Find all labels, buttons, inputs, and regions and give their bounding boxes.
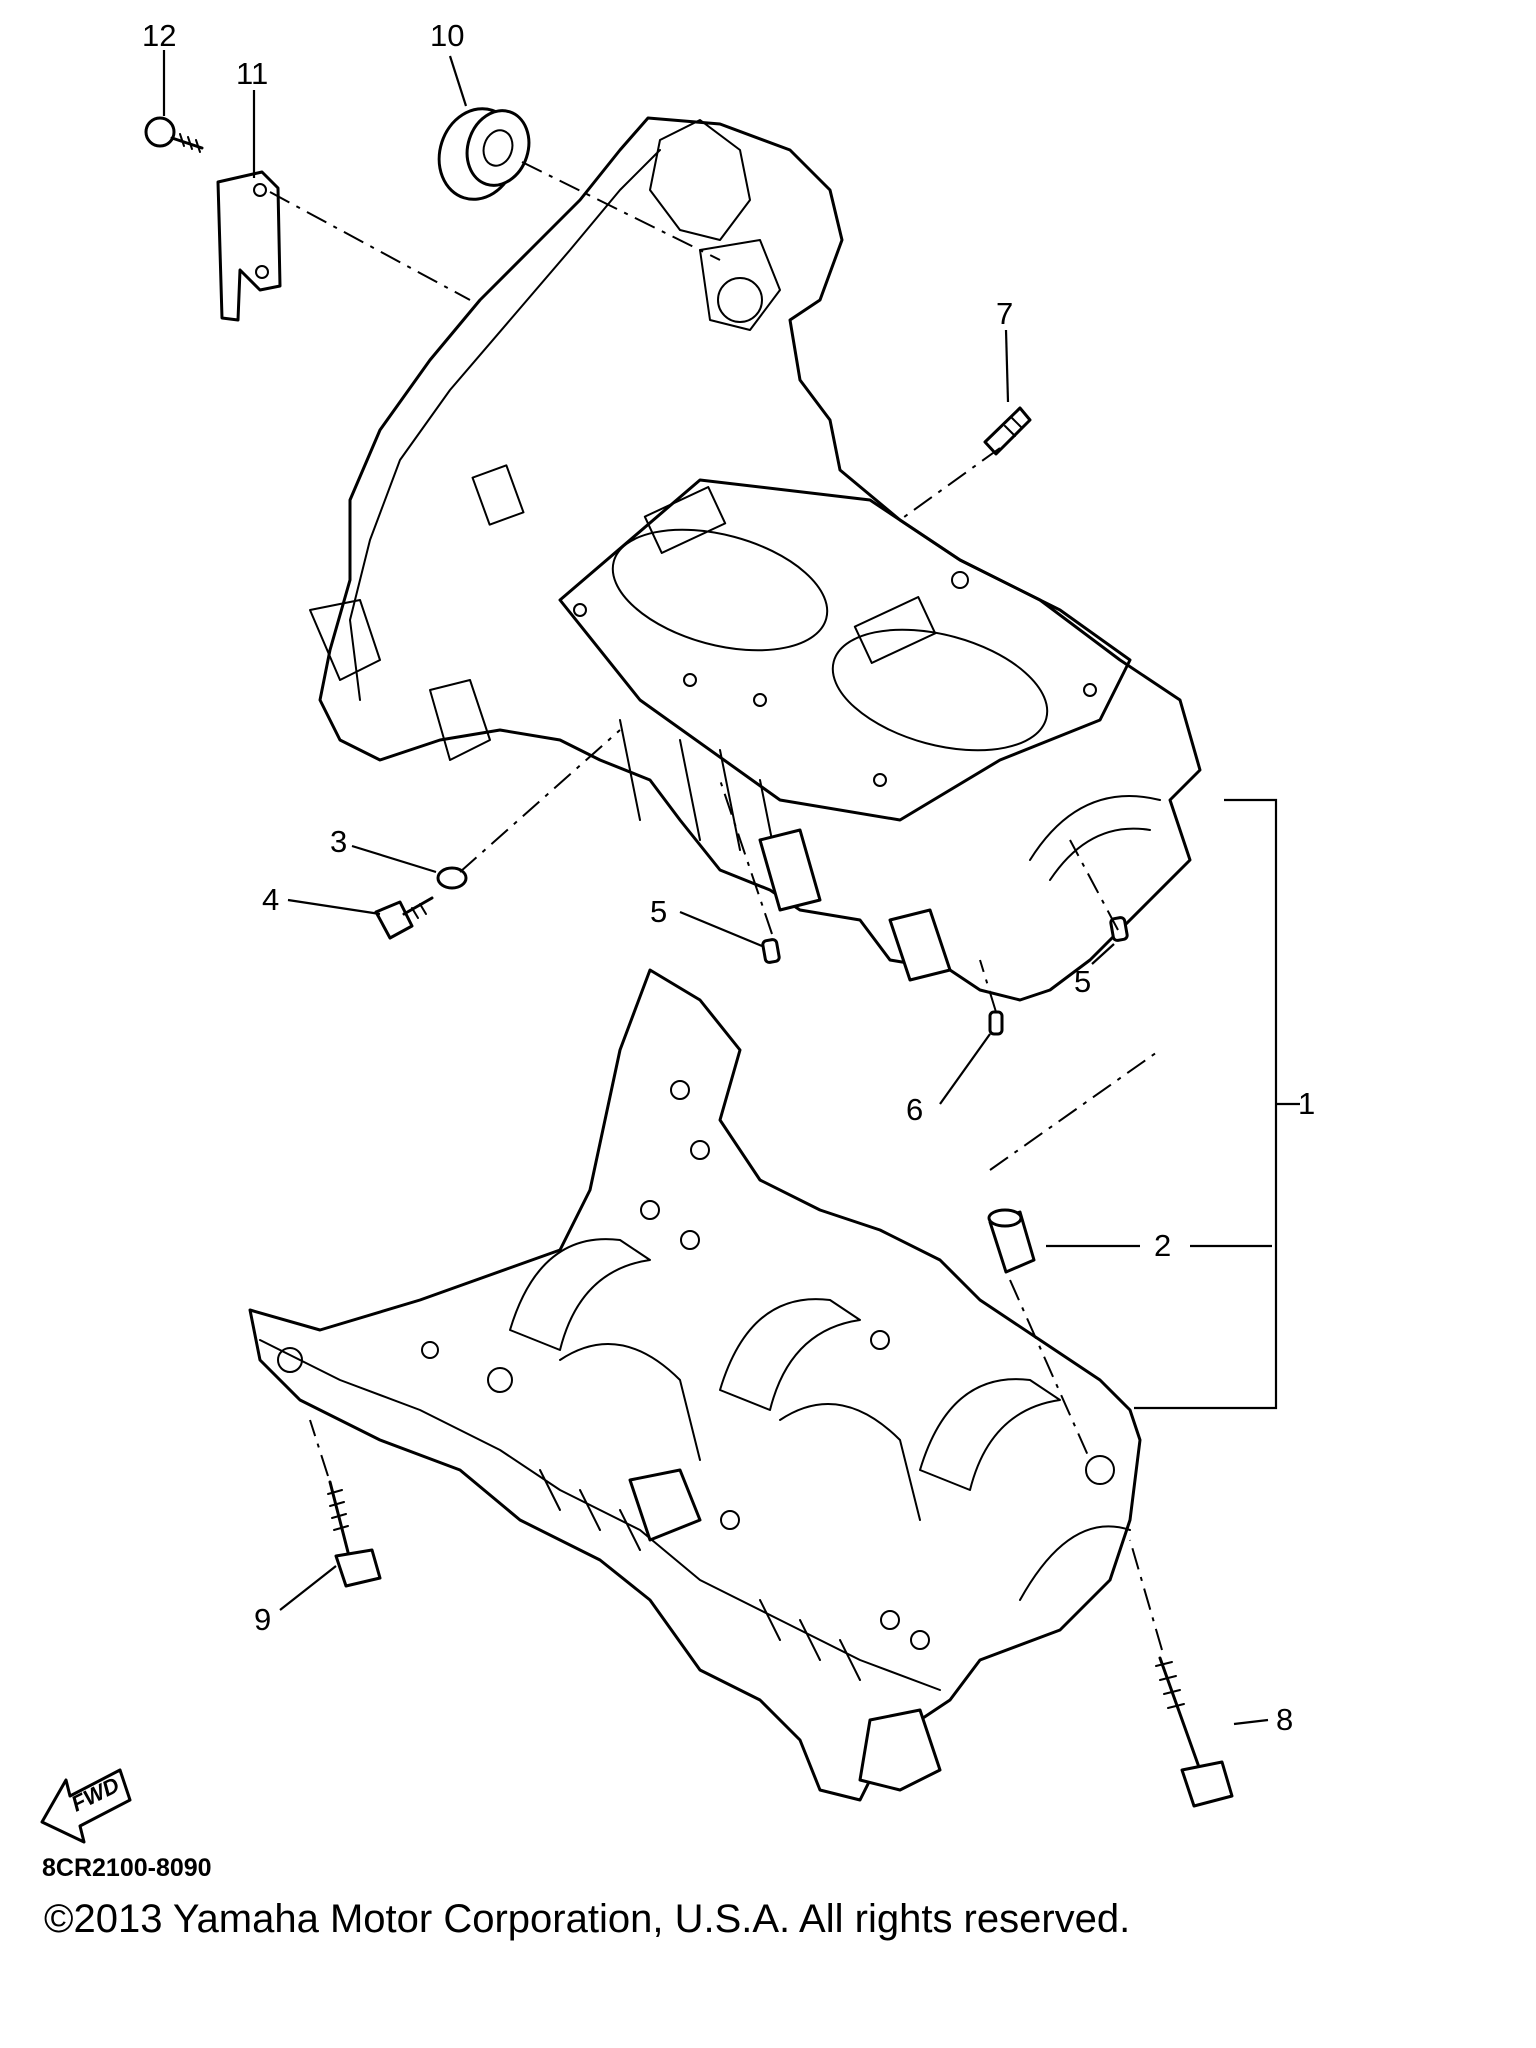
callout-5-left: 5 (650, 894, 668, 929)
dowel-pin-5a (761, 938, 781, 964)
callout-2: 2 (1154, 1228, 1172, 1263)
bracket-11 (216, 170, 282, 322)
fwd-arrow-icon: FWD (40, 1768, 132, 1844)
callout-4: 4 (262, 882, 280, 917)
callout-1: 1 (1298, 1086, 1316, 1121)
bearing-10 (437, 107, 531, 201)
bolt-4 (374, 896, 434, 940)
washer-3 (436, 866, 468, 890)
bolt-8 (1155, 1656, 1234, 1808)
callout-3: 3 (330, 824, 348, 859)
copyright-notice: ©2013 Yamaha Motor Corporation, U.S.A. A… (44, 1897, 1131, 1941)
callout-7: 7 (996, 296, 1014, 331)
callout-10: 10 (430, 18, 465, 53)
callout-11: 11 (236, 56, 269, 91)
leader-lines (162, 50, 1300, 1726)
callout-8: 8 (1276, 1702, 1294, 1737)
diagram-code: 8CR2100-8090 (42, 1854, 212, 1882)
stud-7 (983, 406, 1032, 456)
callout-6: 6 (906, 1092, 924, 1127)
callout-9: 9 (254, 1602, 272, 1637)
pin-6 (988, 1010, 1004, 1036)
screw-12 (144, 116, 204, 153)
callout-12: 12 (142, 18, 177, 53)
lower-crankcase (248, 968, 1142, 1802)
plug-2 (987, 1208, 1036, 1274)
upper-crankcase (309, 116, 1202, 1002)
bolt-9 (327, 1480, 382, 1588)
assembly-lines (269, 161, 1163, 1651)
callout-5-right: 5 (1074, 964, 1092, 999)
